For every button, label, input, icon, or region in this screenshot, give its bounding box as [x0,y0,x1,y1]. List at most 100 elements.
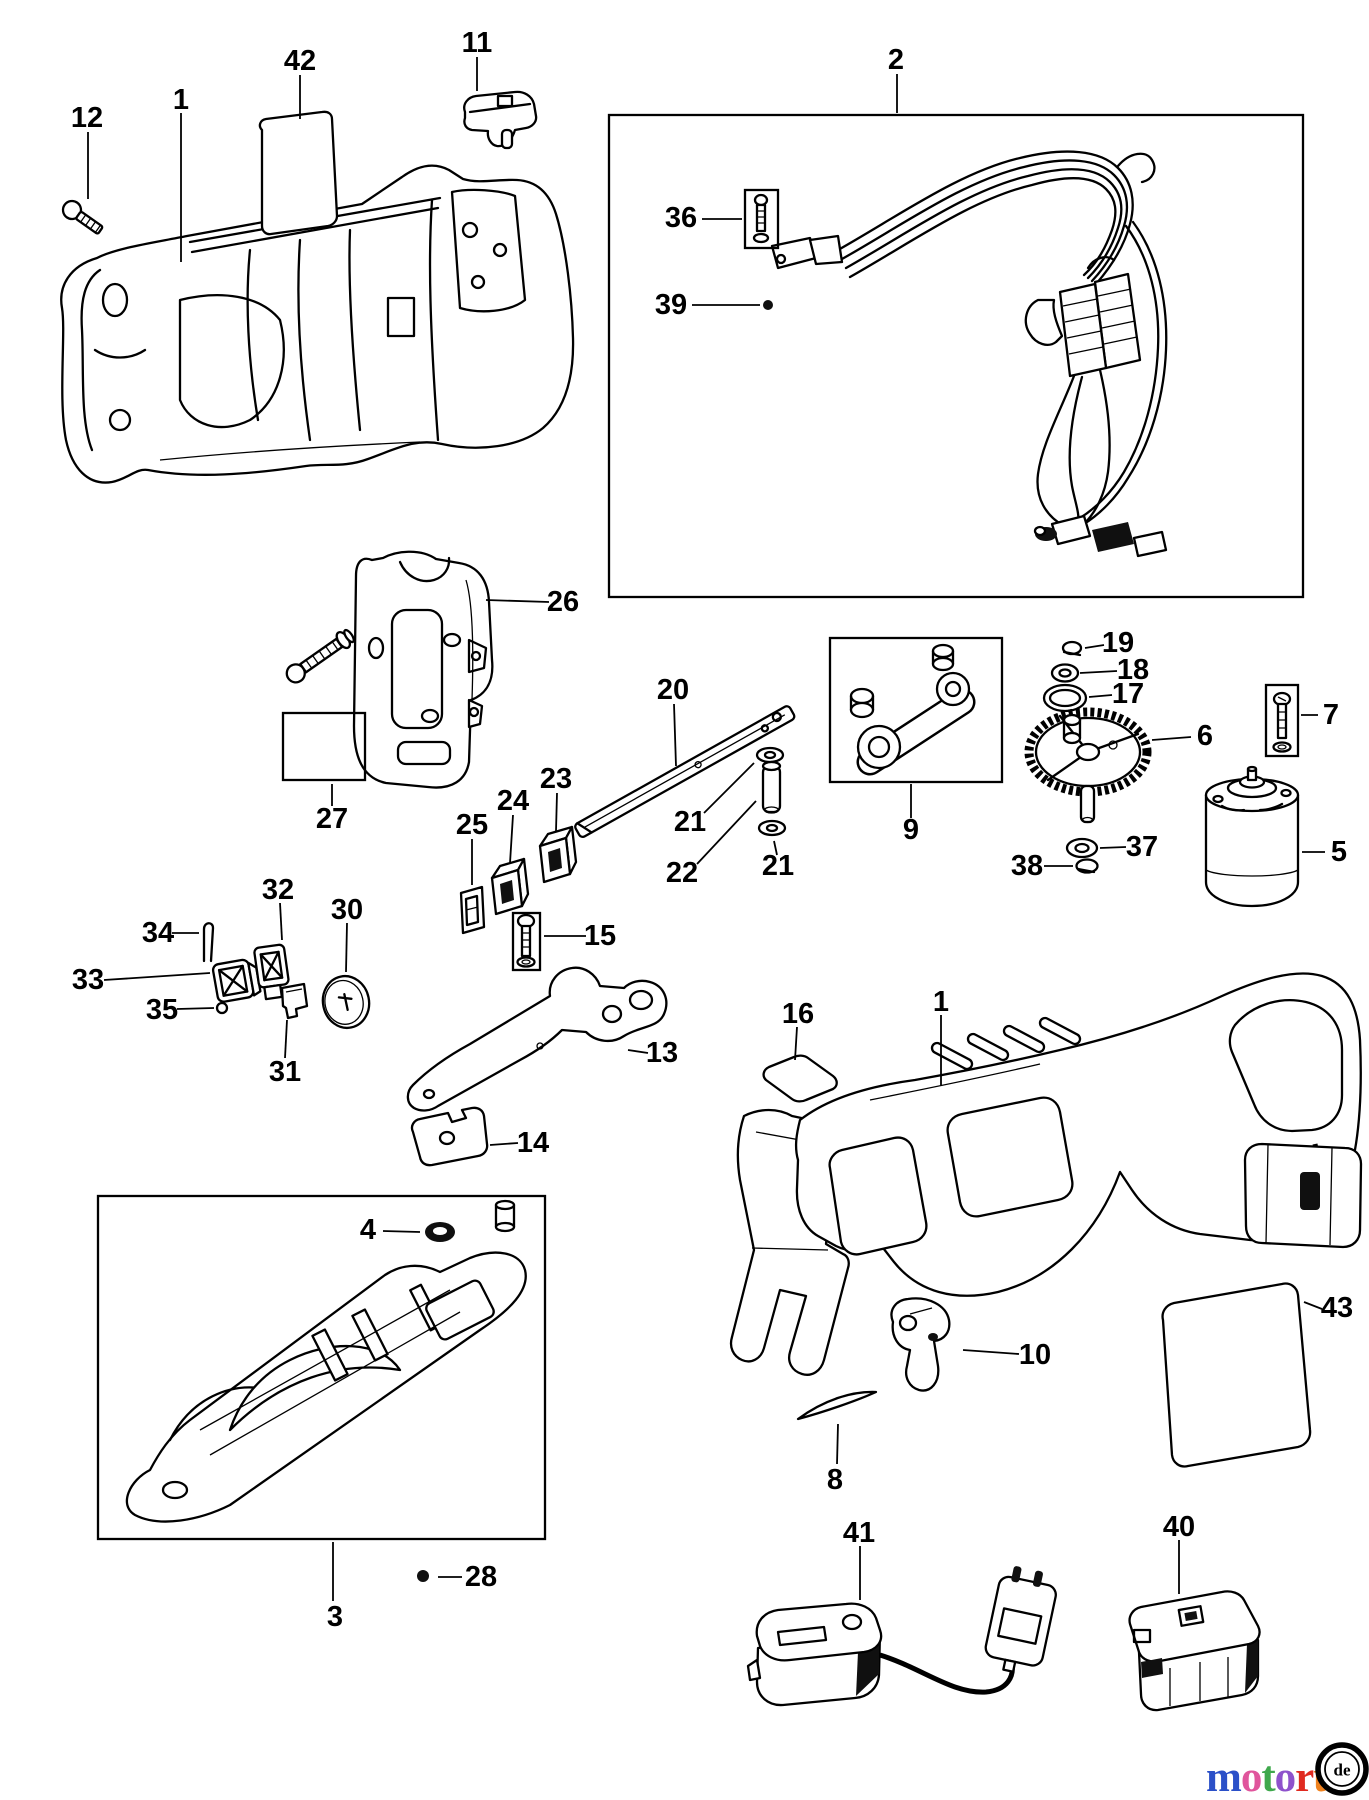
callout-part-27: 27 [316,803,348,835]
leader-part-43 [1303,1301,1323,1310]
motor-5 [1204,765,1300,908]
latch-32 [253,943,290,1001]
callout-part-15: 15 [584,920,616,952]
pad-16 [762,1054,838,1103]
callout-part-2: 2 [888,44,904,76]
callout-part-6: 6 [1197,720,1213,752]
leader-part-20 [673,703,677,767]
callout-part-39: 39 [655,289,687,321]
callout-part-21: 21 [674,806,706,838]
callout-part-41: 41 [843,1517,875,1549]
washer-21-bottom [757,819,787,837]
callout-part-5: 5 [1331,836,1347,868]
spring-pin-34 [202,922,215,963]
frame-conrod-box-9 [828,636,1004,784]
callout-part-13: 13 [646,1037,678,1069]
frame-harness-box-2 [607,113,1305,599]
frame-bolt-box-27 [281,711,367,782]
callout-part-1: 1 [173,84,189,116]
gear-6 [1024,707,1152,824]
callout-part-28: 28 [465,1561,497,1593]
callout-part-9: 9 [903,814,919,846]
frame-screw-box-15 [511,911,542,972]
watermark-circle-inner [1324,1751,1360,1787]
leader-part-8 [836,1423,839,1465]
washer-21-top [755,746,785,764]
connecting-rod-9 [849,643,976,776]
leader-part-26 [485,599,550,603]
screw-15 [516,913,536,968]
leader-part-4 [382,1230,421,1233]
callout-part-25: 25 [456,809,488,841]
callout-part-17: 17 [1112,678,1144,710]
leader-part-17 [1088,694,1113,698]
callout-part-11: 11 [462,27,493,59]
leader-part-6 [1151,736,1192,741]
ball-39 [763,300,773,310]
callout-part-26: 26 [547,586,579,618]
callout-part-37: 37 [1126,831,1158,863]
screw-7 [1272,691,1292,753]
saw-assembled [729,972,1363,1376]
button-11 [463,90,538,150]
callout-part-30: 30 [331,894,363,926]
callout-part-40: 40 [1163,1511,1195,1543]
shoe-plate-14 [410,1106,489,1167]
wiring-harness-2 [770,150,1168,558]
screw-12 [61,199,104,235]
watermark-domain: de [1334,1761,1351,1780]
leader-part-13 [627,1049,649,1054]
callout-part-10: 10 [1019,1339,1051,1371]
callout-part-20: 20 [657,674,689,706]
leader-part-19 [1084,644,1105,649]
callout-part-43: 43 [1321,1292,1353,1324]
leader-part-30 [345,922,348,973]
callout-part-21: 21 [762,850,794,882]
callout-part-32: 32 [262,874,294,906]
leader-part-21 [773,840,778,856]
clip-31 [280,982,309,1020]
charger-41 [746,1566,1057,1707]
support-bracket-13 [406,966,668,1112]
callout-part-42: 42 [284,45,316,77]
frame-screw-box-36 [743,188,780,250]
washer-18 [1050,663,1080,683]
callout-part-3: 3 [327,1601,343,1633]
leader-part-24 [509,814,514,864]
bracket-26 [352,550,494,789]
latch-33 [211,958,262,1003]
leader-part-32 [279,902,283,941]
battery-40 [1128,1590,1261,1712]
leader-part-16 [794,1026,798,1061]
clip-38 [1075,858,1099,874]
leader-part-31 [284,1019,288,1059]
callout-part-23: 23 [540,763,572,795]
label-plate-42 [258,110,339,236]
retainer-plate-25 [459,885,486,935]
leader-part-35 [176,1007,215,1010]
leader-part-33 [103,972,211,981]
bearing-block-23 [538,825,578,884]
callout-part-19: 19 [1102,627,1134,659]
callout-part-18: 18 [1117,654,1149,686]
leader-part-21 [703,762,755,814]
callout-part-22: 22 [666,857,698,889]
callout-part-16: 16 [782,998,814,1030]
pad-43 [1161,1282,1312,1468]
frame-chassis-box-3 [96,1194,547,1541]
callout-part-36: 36 [665,202,697,234]
watermark: motorufde [1206,1742,1369,1800]
bearing-block-24 [490,857,530,916]
pin-22 [761,760,782,814]
leader-part-37 [1099,846,1127,849]
callout-part-12: 12 [71,102,103,134]
frames-layer [96,113,1305,1541]
callout-part-4: 4 [360,1214,376,1246]
blade-clamp-10 [890,1297,951,1392]
callout-part-31: 31 [269,1056,301,1088]
washer-37 [1065,837,1099,859]
leader-part-23 [555,792,558,832]
